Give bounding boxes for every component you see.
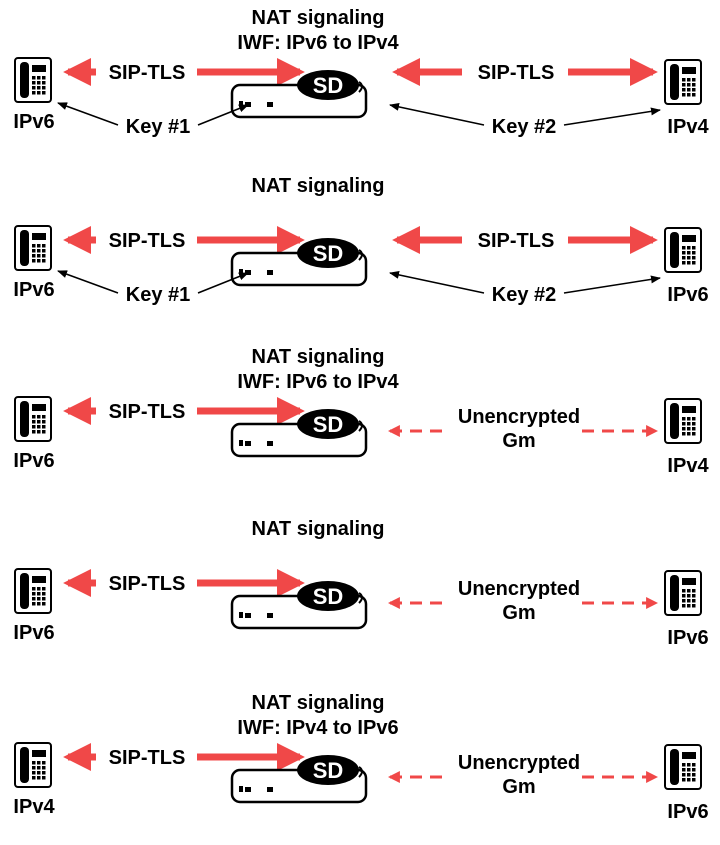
nat-signaling-label: NAT signaling (252, 175, 385, 197)
nat-signaling-label: NAT signaling (252, 346, 385, 368)
iwf-label: IWF: IPv4 to IPv6 (237, 717, 398, 739)
sd-label: SD (313, 241, 344, 266)
left-protocol-label: SIP-TLS (109, 230, 186, 252)
nat-signaling-label: NAT signaling (252, 7, 385, 29)
right-key-arrow-device (389, 270, 485, 294)
left-key-arrow-device (197, 104, 249, 126)
sd-device-icon: SD (230, 581, 368, 630)
sd-device-icon: SD (230, 755, 368, 804)
sd-device-icon: SD (230, 409, 368, 458)
right-key-label: Key #2 (492, 116, 557, 138)
left-protocol-label: SIP-TLS (109, 62, 186, 84)
sd-label: SD (313, 584, 344, 609)
nat-signaling-label: NAT signaling (252, 518, 385, 540)
right-ip-label: IPv6 (667, 801, 708, 823)
right-phone-icon (664, 570, 702, 616)
right-ip-label: IPv6 (667, 627, 708, 649)
left-phone-icon (14, 396, 52, 442)
right-ip-label: IPv4 (667, 116, 709, 138)
right-phone-icon (664, 398, 702, 444)
left-protocol-label: SIP-TLS (109, 747, 186, 769)
left-protocol-label: SIP-TLS (109, 401, 186, 423)
left-key-arrow-phone (57, 270, 119, 294)
left-phone-icon (14, 225, 52, 271)
unencrypted-label: Unencrypted (458, 752, 580, 774)
gm-label: Gm (502, 776, 535, 798)
left-ip-label: IPv6 (13, 622, 54, 644)
gm-label: Gm (502, 430, 535, 452)
right-ip-label: IPv6 (667, 284, 708, 306)
sd-label: SD (313, 412, 344, 437)
sd-device-icon: SD (230, 238, 368, 287)
left-ip-label: IPv4 (13, 796, 55, 818)
left-key-arrow-device (197, 272, 249, 294)
left-ip-label: IPv6 (13, 111, 54, 133)
right-key-arrow-phone (563, 275, 661, 294)
left-phone-icon (14, 742, 52, 788)
right-ip-label: IPv4 (667, 455, 709, 477)
left-phone-icon (14, 568, 52, 614)
unencrypted-label: Unencrypted (458, 406, 580, 428)
nat-signaling-label: NAT signaling (252, 692, 385, 714)
right-phone-icon (664, 744, 702, 790)
left-key-label: Key #1 (126, 116, 191, 138)
iwf-label: IWF: IPv6 to IPv4 (237, 32, 399, 54)
sd-device-icon: SD (230, 70, 368, 119)
left-key-arrow-phone (57, 102, 119, 126)
left-ip-label: IPv6 (13, 279, 54, 301)
sd-label: SD (313, 758, 344, 783)
right-protocol-label: SIP-TLS (478, 62, 555, 84)
sd-label: SD (313, 73, 344, 98)
gm-label: Gm (502, 602, 535, 624)
right-key-arrow-phone (563, 107, 661, 126)
unencrypted-label: Unencrypted (458, 578, 580, 600)
right-key-label: Key #2 (492, 284, 557, 306)
left-phone-icon (14, 57, 52, 103)
left-ip-label: IPv6 (13, 450, 54, 472)
right-phone-icon (664, 59, 702, 105)
iwf-label: IWF: IPv6 to IPv4 (237, 371, 399, 393)
right-protocol-label: SIP-TLS (478, 230, 555, 252)
left-key-label: Key #1 (126, 284, 191, 306)
left-protocol-label: SIP-TLS (109, 573, 186, 595)
right-key-arrow-device (389, 102, 485, 126)
right-phone-icon (664, 227, 702, 273)
